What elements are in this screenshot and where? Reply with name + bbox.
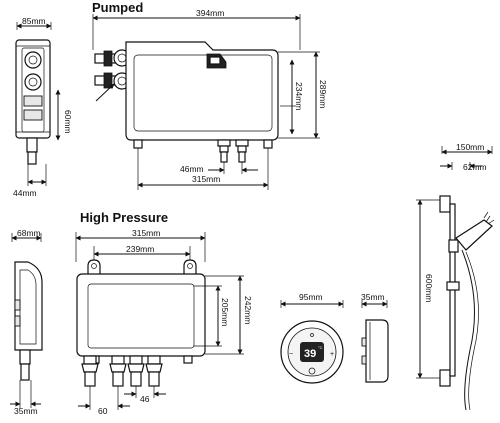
controller-depth-label: 35mm xyxy=(361,292,385,302)
controller-side-view: 35mm xyxy=(361,292,389,383)
hp-side-depth-label: 35mm xyxy=(14,406,38,416)
riser-rail: 150mm 62mm 600mm xyxy=(416,142,495,411)
pumped-side-depth-label: 44mm xyxy=(13,188,37,198)
pumped-height-label: 289mm xyxy=(318,80,328,108)
hp-bracket-width-label: 239mm xyxy=(126,244,154,254)
controller-display-value: 39 xyxy=(304,348,316,360)
svg-text:°C: °C xyxy=(318,345,323,350)
hp-inner-height-label: 205mm xyxy=(220,298,230,326)
high-pressure-title: High Pressure xyxy=(80,210,168,225)
pumped-front-view: 394mm 289mm xyxy=(92,8,328,190)
plus-button-icon: + xyxy=(330,351,334,358)
hp-height-label: 242mm xyxy=(243,296,253,324)
pumped-outlet-centres-label: 46mm xyxy=(180,164,204,174)
controller-diameter-label: 95mm xyxy=(299,292,323,302)
hp-outlet-centres-label: 46 xyxy=(140,394,150,404)
pumped-width-label: 394mm xyxy=(196,8,224,18)
rail-height-label: 600mm xyxy=(424,274,434,302)
pumped-bracket-width-label: 315mm xyxy=(192,174,220,184)
rail-width-label: 150mm xyxy=(456,142,484,152)
hp-inlet-centres-label: 60 xyxy=(98,406,108,416)
minus-button-icon: − xyxy=(289,351,293,358)
high-pressure-side-view: 68mm 35mm xyxy=(10,228,43,416)
pumped-side-view: 85mm 60mm 44mm xyxy=(13,16,73,198)
pumped-side-width-label: 85mm xyxy=(22,16,46,26)
pumped-inner-height-label: 234mm xyxy=(294,82,304,110)
pumped-title: Pumped xyxy=(92,0,143,15)
hp-side-width-label: 68mm xyxy=(17,228,41,238)
controller-front-view: 95mm 39 °C − + xyxy=(280,292,344,384)
pumped-inlet-height-label: 60mm xyxy=(63,110,73,134)
hp-width-label: 315mm xyxy=(132,228,160,238)
high-pressure-front-view: 315mm 239mm xyxy=(75,228,253,416)
rail-bracket-depth-label: 62mm xyxy=(463,162,487,172)
